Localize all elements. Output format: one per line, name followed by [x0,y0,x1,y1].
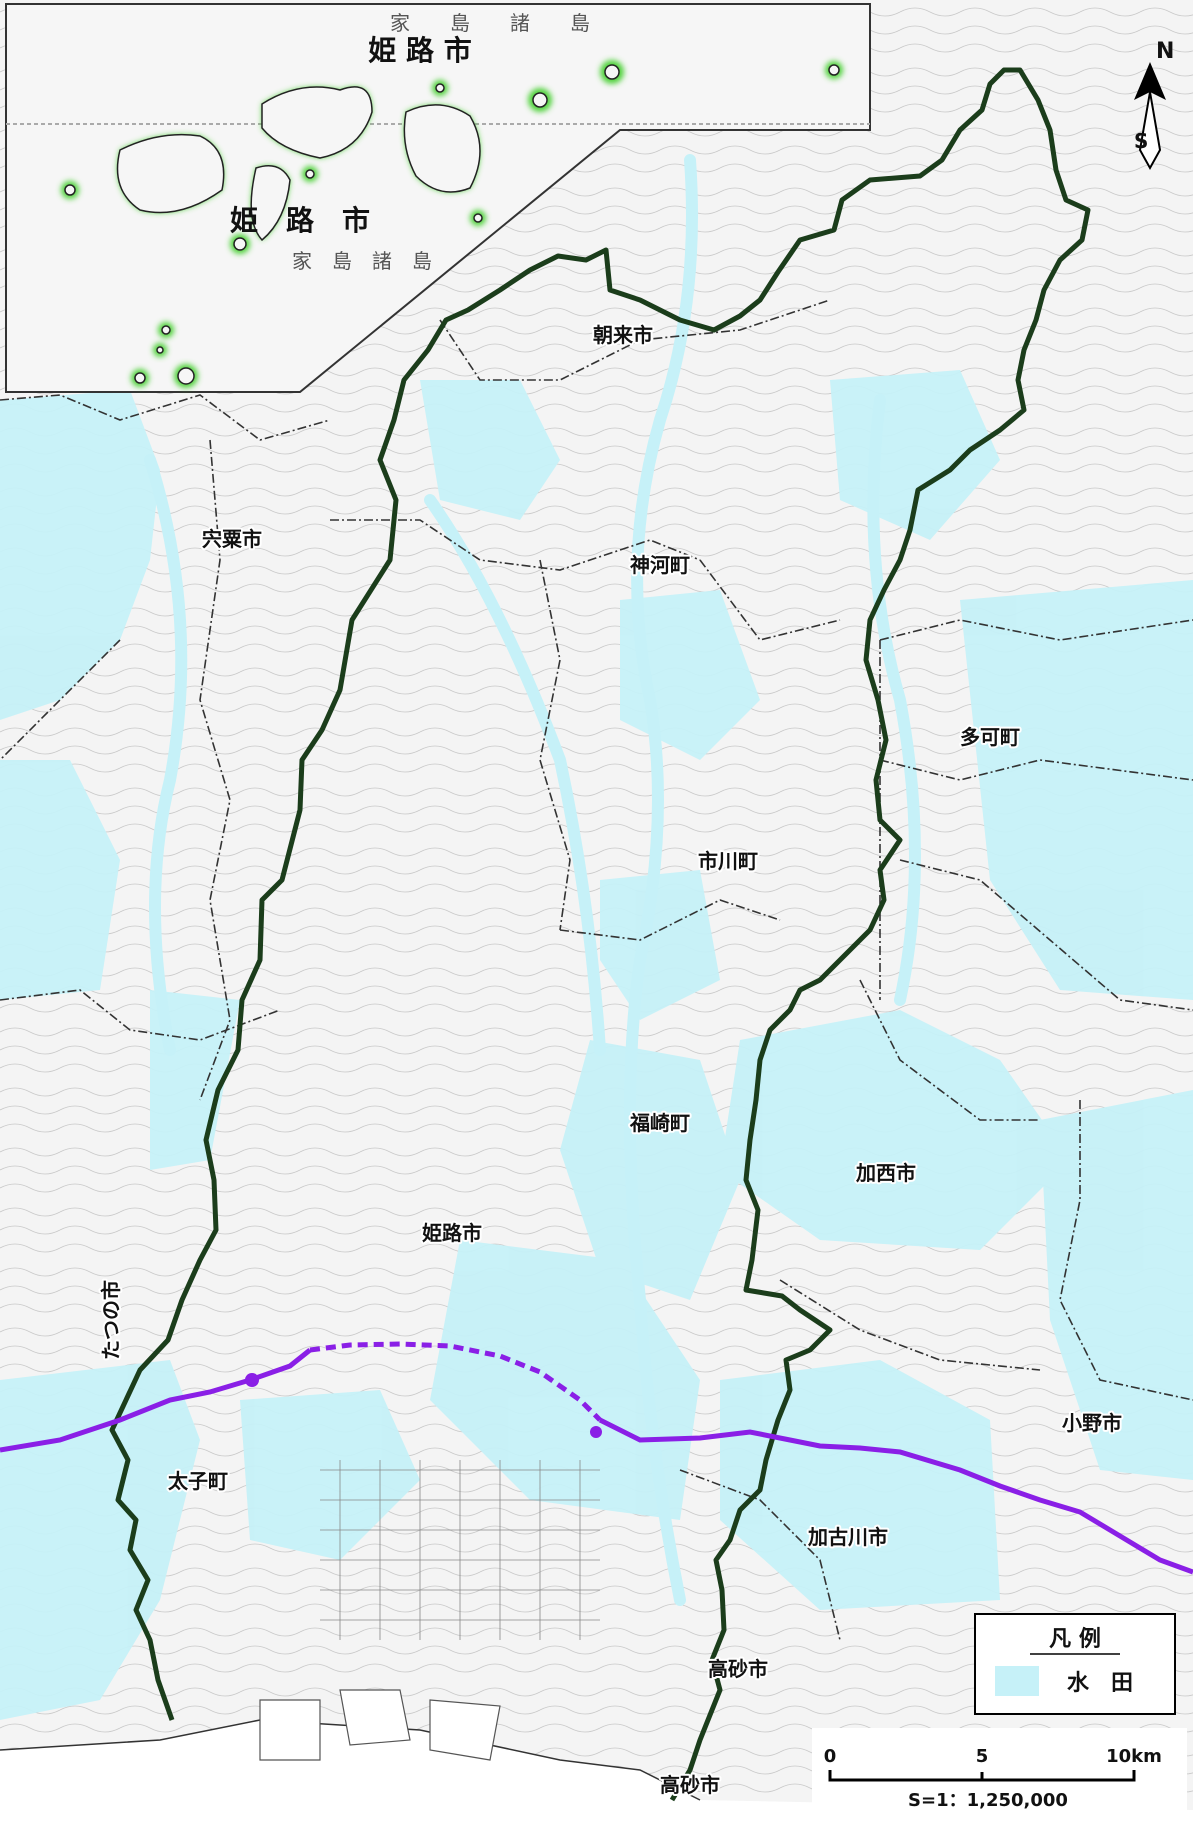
scale-tick-5: 5 [976,1746,989,1767]
scale-bar-bg [812,1728,1187,1820]
interchange-marker [590,1426,602,1438]
municipality-labels: 朝来市 神河町 宍粟市 多可町 市川町 福崎町 加西市 姫路市 たつの市 太子町… [97,321,1124,1799]
label-taka: 多可町 [960,725,1020,749]
label-tatsuno: たつの市 [99,1280,123,1360]
municipal-boundaries [0,299,1193,1641]
coastline [0,1719,701,1801]
north-arrow: N S [1134,39,1174,171]
label-taishi: 太子町 [168,1469,228,1493]
legend-swatch-paddy [995,1666,1039,1696]
basin-boundary [109,67,1091,1802]
legend-box [974,1613,1176,1715]
label-himeji: 姫路市 [422,1221,482,1245]
interchange-marker [245,1373,259,1387]
north-arrow-s: S [1134,129,1148,153]
inset-frame [5,3,871,393]
north-arrow-n: N [1156,39,1174,64]
north-arrow-shape [1134,62,1166,100]
label-kasai: 加西市 [855,1161,916,1185]
scale-bar-line [828,1770,1136,1782]
scale-ratio: S=1：1,250,000 [908,1790,1068,1811]
ieshima-inset: 家 島 諸 島 姫 路 市 姫 路 市 家 島 諸 島 [5,3,871,393]
inset-label-himeji-top: 姫 路 市 [368,34,472,67]
label-fukusaki: 福崎町 [629,1111,690,1135]
label-kamikawa: 神河町 [630,553,690,577]
label-ichikawa: 市川町 [698,849,758,873]
port-area [259,1689,501,1761]
expressway-sanyo-east [598,1417,1193,1575]
legend-title: 凡 例 [1049,1627,1101,1652]
expressway-sanyo [0,1348,312,1453]
river-valleys [144,154,921,1606]
label-kakogawa: 加古川市 [807,1525,888,1549]
scale-tick-10km: 10km [1106,1746,1162,1767]
label-ono: 小野市 [1062,1411,1122,1435]
legend-label-paddy: 水 田 [1067,1671,1133,1696]
north-arrow-stem [1138,91,1162,171]
scale-tick-0: 0 [824,1746,837,1767]
inset-label-ieshima-shoto-bottom: 家 島 諸 島 [292,249,432,273]
scale-bar: 0 5 10km S=1：1,250,000 [812,1728,1187,1820]
urban-area-himeji [320,1460,600,1640]
inset-label-himeji-mid: 姫 路 市 [230,204,370,237]
label-asago: 朝来市 [593,323,653,347]
expressway-sanyo-tunnel [309,1341,602,1422]
inset-label-ieshima-shoto-top: 家 島 諸 島 [390,11,590,35]
label-takasago: 高砂市 [708,1657,768,1681]
islands [64,64,840,385]
label-shiso: 宍粟市 [202,527,262,551]
label-takasago-bottom: 高砂市 [660,1773,720,1797]
legend: 凡 例 水 田 [974,1613,1176,1715]
